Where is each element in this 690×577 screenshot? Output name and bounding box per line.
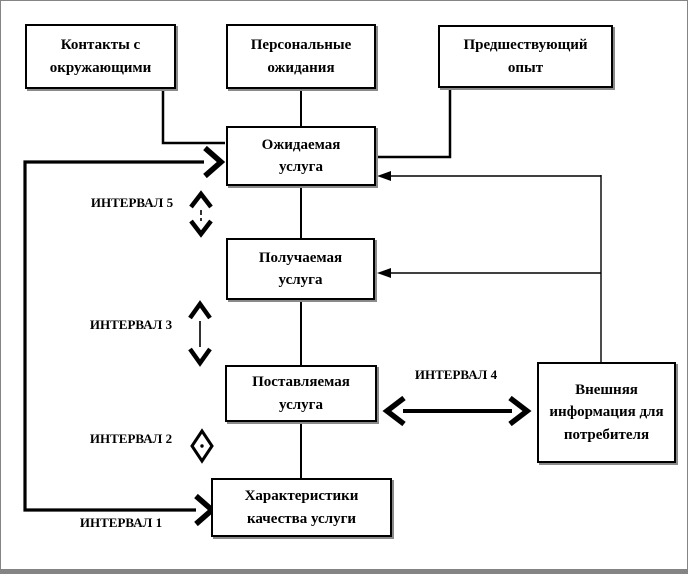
box-prior-experience: Предшествующий опыт — [438, 25, 613, 88]
interval1-label: ИНТЕРВАЛ 1 — [79, 515, 163, 530]
interval4-label: ИНТЕРВАЛ 4 — [414, 367, 498, 382]
external-to-expected-arrowhead-icon — [377, 171, 391, 181]
interval5-up-arrowhead-icon — [189, 190, 213, 209]
box-personal-expectations-label: Персональные ожидания — [250, 37, 352, 76]
box-prior-experience-label: Предшествующий опыт — [463, 37, 588, 76]
interval3-label: ИНТЕРВАЛ 3 — [89, 317, 173, 332]
box-quality-characteristics: Характеристики качества услуги — [211, 478, 392, 537]
box-received-service-label: Получаемая услуга — [258, 249, 343, 289]
box-delivered-service-label: Поставляемая услуга — [252, 374, 350, 413]
box-delivered-service: Поставляемая услуга — [225, 365, 377, 422]
external-to-received-arrowhead-icon — [377, 268, 391, 278]
interval3-up-arrowhead-icon — [188, 300, 212, 320]
box-expected-service-label: Ожидаемая услуга — [261, 136, 341, 176]
interval3-down-arrowhead-icon — [188, 347, 212, 367]
interval4-left-arrowhead-icon — [382, 395, 406, 427]
interval2-label: ИНТЕРВАЛ 2 — [89, 431, 173, 446]
box-expected-service: Ожидаемая услуга — [226, 126, 376, 186]
box-contacts-label: Контакты с окружающими — [49, 37, 152, 76]
box-received-service: Получаемая услуга — [226, 238, 375, 300]
left-loop-line — [23, 160, 204, 512]
box-personal-expectations: Персональные ожидания — [226, 24, 376, 89]
box-external-information-label: Внешняя информация для потребителя — [549, 381, 664, 443]
connector-contacts-to-expected — [161, 87, 225, 145]
connector-prior-to-expected — [378, 86, 452, 159]
arrowhead-into-characteristics-icon — [194, 493, 217, 527]
interval5-label: ИНТЕРВАЛ 5 — [90, 195, 174, 210]
interval2-diamond-icon — [190, 428, 214, 464]
arrowhead-into-expected-icon — [203, 145, 226, 179]
box-contacts: Контакты с окружающими — [25, 24, 176, 89]
interval2-diamond-dot — [200, 444, 204, 448]
box-external-information: Внешняя информация для потребителя — [537, 362, 676, 463]
interval4-right-arrowhead-icon — [508, 395, 532, 427]
box-quality-characteristics-label: Характеристики качества услуги — [244, 488, 359, 527]
interval5-down-arrowhead-icon — [189, 219, 213, 238]
